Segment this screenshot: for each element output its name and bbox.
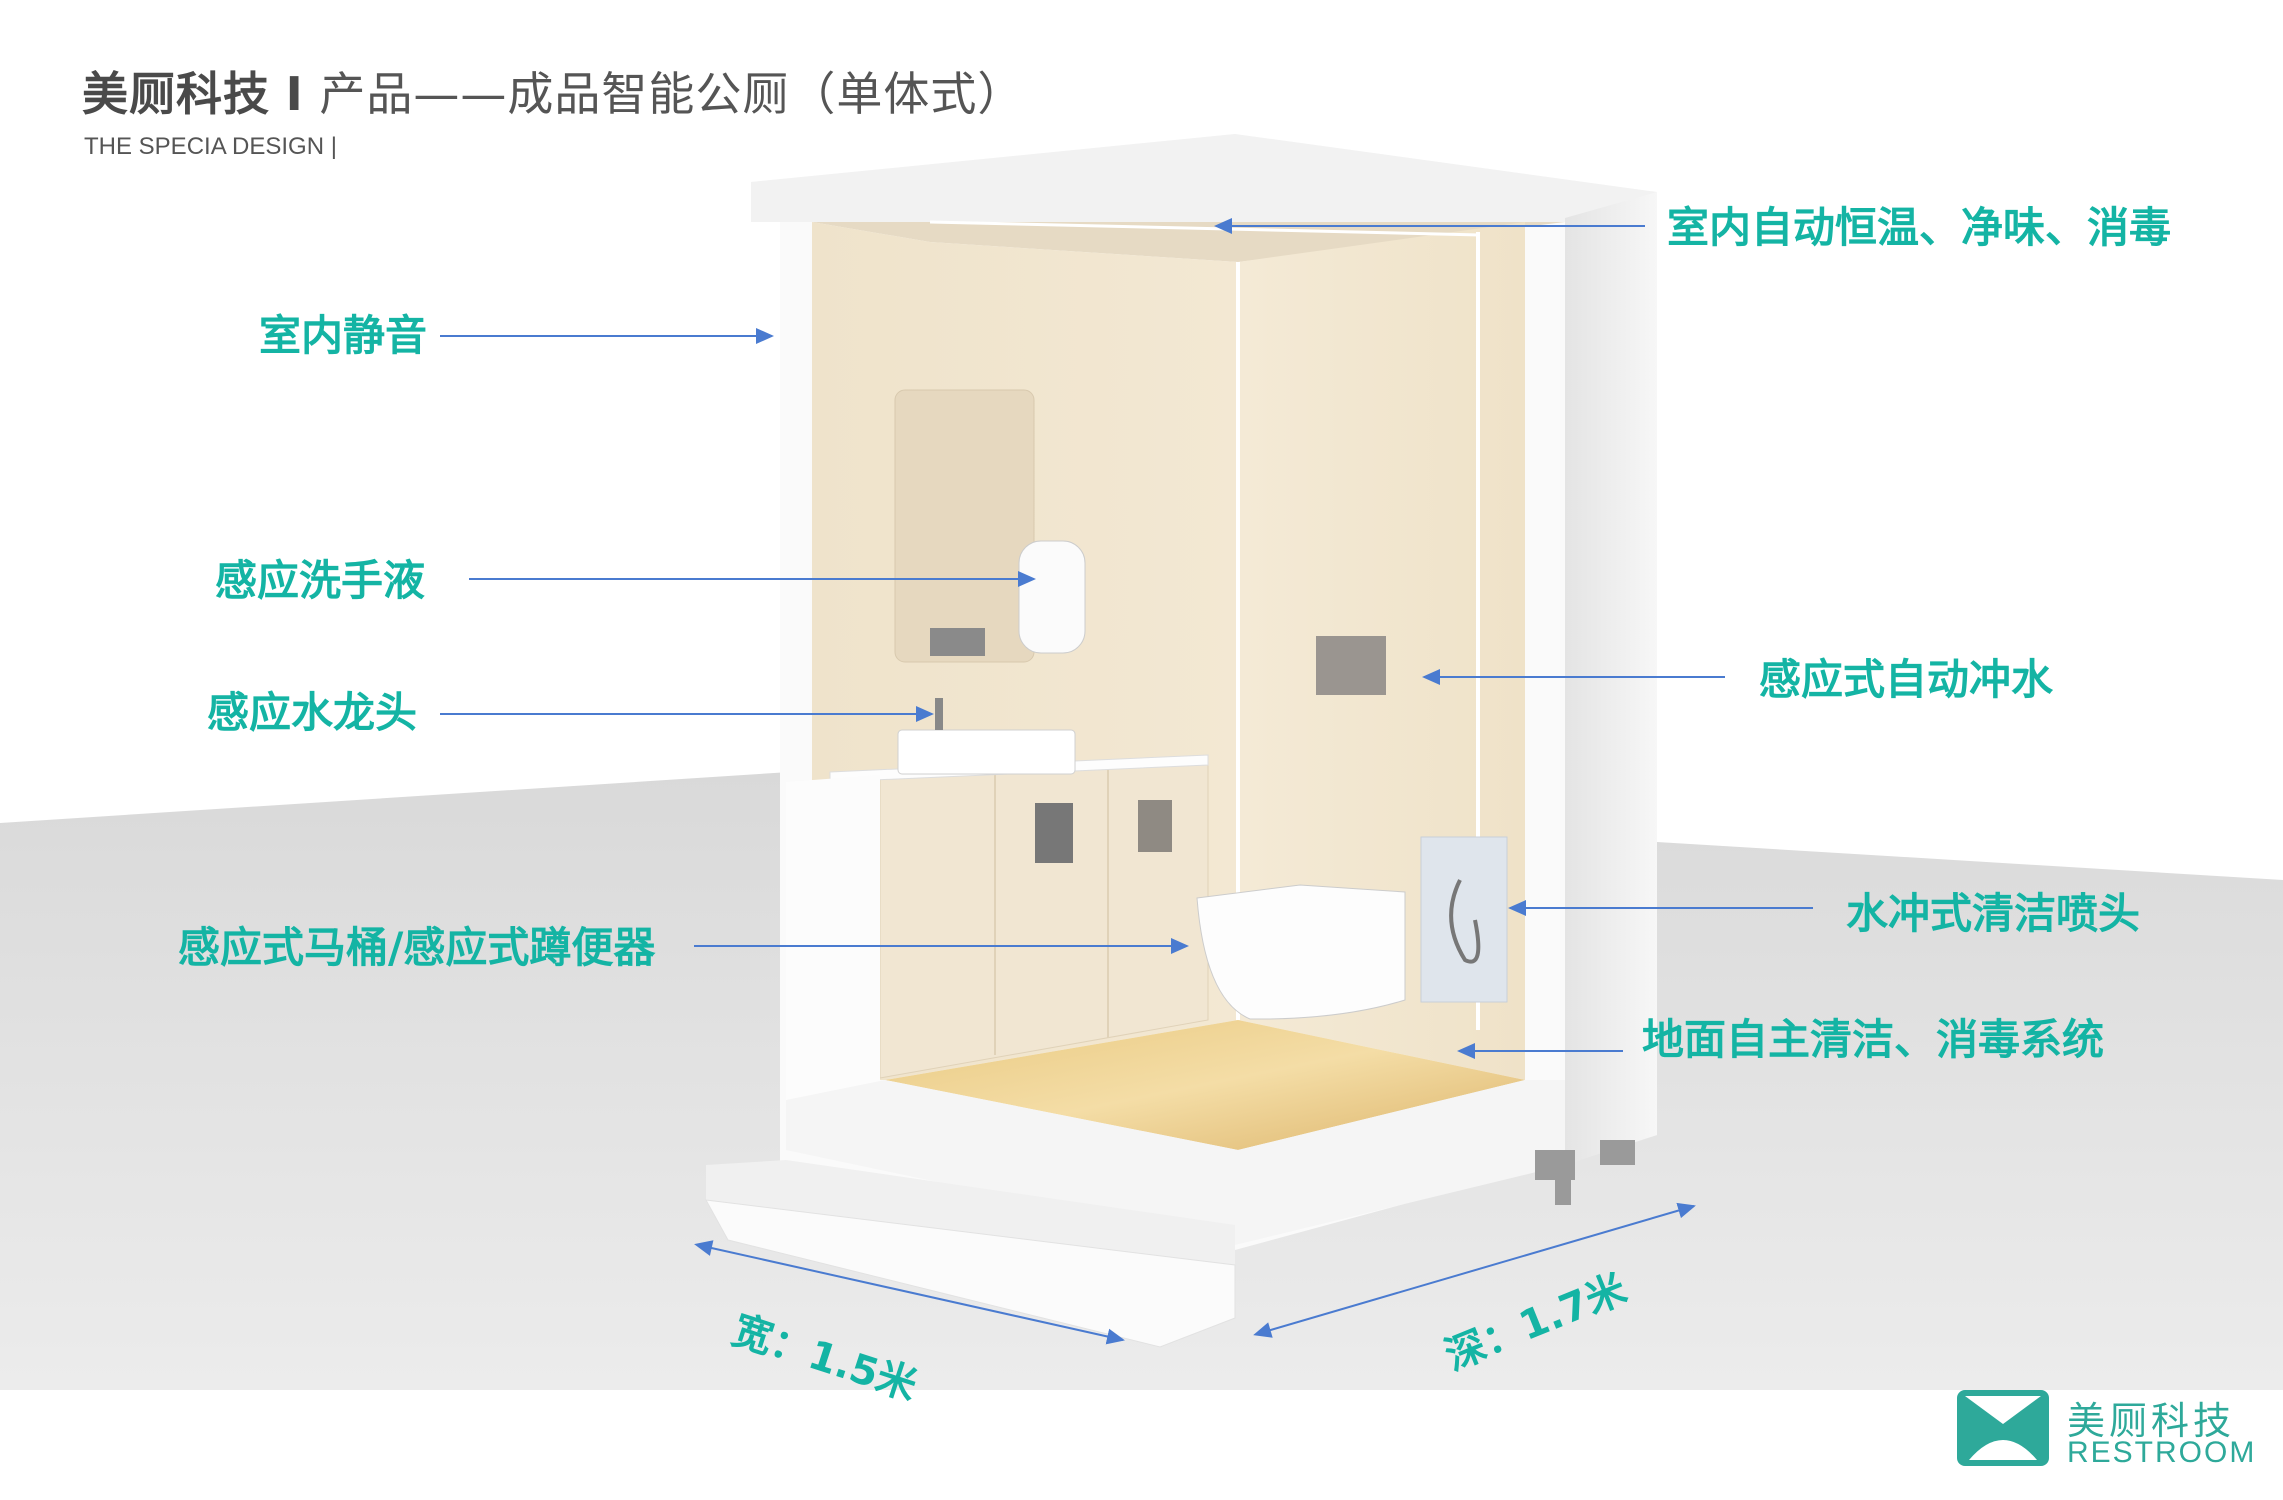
width-dimension-arrow	[694, 1240, 1125, 1345]
low-partition	[786, 775, 880, 1150]
interior-floor	[885, 1020, 1525, 1150]
entry-step-top	[706, 1160, 1235, 1265]
title-text: 产品——成品智能公厕（单体式）	[319, 67, 1025, 121]
booth-roof-top	[751, 134, 1657, 222]
booth-wheels	[1535, 1140, 1635, 1205]
page-subtitle: THE SPECIA DESIGN |	[84, 133, 337, 160]
feature-floor-label: 地面自主清洁、消毒系统	[1642, 1015, 2105, 1064]
feature-sprayer-label: 水冲式清洁喷头	[1846, 889, 2141, 938]
feature-flush-label: 感应式自动冲水	[1759, 655, 2054, 704]
page-title: 美厕科技 I 产品——成品智能公厕（单体式）	[82, 58, 1024, 124]
feature-ceiling-label: 室内自动恒温、净味、消毒	[1667, 203, 2172, 252]
mirror-sensor	[930, 628, 985, 656]
logo-text-cn: 美厕科技	[2067, 1399, 2236, 1443]
soap-dispenser	[1018, 540, 1086, 654]
restroom-logo-icon	[1957, 1390, 2049, 1466]
depth-dimension-arrow	[1253, 1202, 1696, 1338]
brand-name: 美厕科技	[82, 67, 270, 121]
trash-slot	[1138, 800, 1172, 852]
wall-toilet	[1196, 884, 1406, 1020]
faucet	[935, 698, 943, 730]
sink	[897, 729, 1076, 775]
sprayer-hose	[1449, 879, 1481, 964]
booth-right-side	[1565, 192, 1657, 1165]
feature-faucet-label: 感应水龙头	[207, 688, 418, 737]
feature-toilet-label: 感应式马桶/感应式蹲便器	[178, 923, 656, 972]
title-separator: I	[285, 67, 304, 121]
logo-text-en: RESTROOM	[2067, 1436, 2257, 1469]
mirror	[894, 389, 1035, 663]
flush-sensor-panel	[1316, 636, 1386, 695]
ceiling-light	[929, 220, 1481, 237]
feature-soap-label: 感应洗手液	[215, 556, 426, 605]
paper-dispenser	[1035, 803, 1073, 863]
feature-silence-label: 室内静音	[259, 311, 428, 360]
brand-logo: 美厕科技 RESTROOM	[1955, 1390, 2283, 1470]
sprayer-panel	[1420, 836, 1508, 1003]
